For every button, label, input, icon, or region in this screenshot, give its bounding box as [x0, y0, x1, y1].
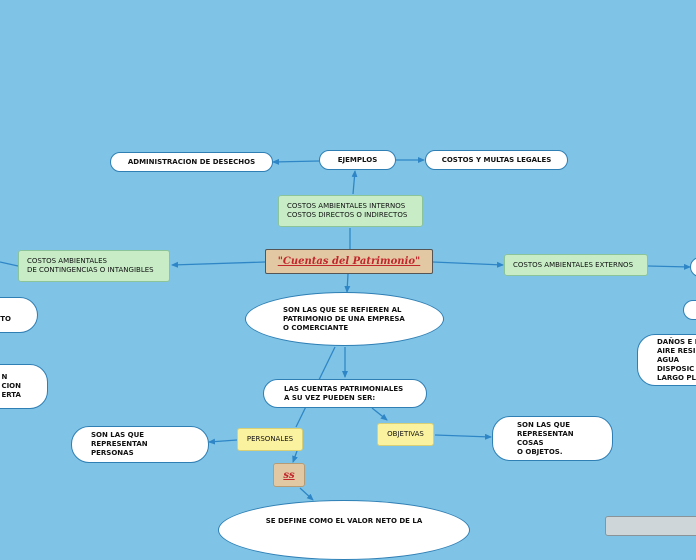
left-clipped-label-2: N CION ERTA [1, 373, 21, 399]
objective-node[interactable]: OBJETIVAS [377, 423, 434, 446]
waste-management-label: ADMINISTRACION DE DESECHOS [127, 157, 256, 166]
connector-internos-ejemplos [351, 170, 358, 195]
contingency-costs-node[interactable]: COSTOS AMBIENTALES DE CONTINGENCIAS O IN… [18, 250, 170, 282]
bottom-right-clipped-node[interactable] [605, 516, 696, 536]
external-costs-label: COSTOS AMBIENTALES EXTERNOS [513, 260, 634, 269]
represent-things-node[interactable]: SON LAS QUE REPRESENTAN COSAS O OBJETOS. [492, 416, 613, 461]
can-be-label: LAS CUENTAS PATRIMONIALES A SU VEZ PUEDE… [284, 384, 404, 402]
connector-central-contingencias [171, 261, 266, 268]
central-topic-label: "Cuentas del Patrimonio" [277, 256, 421, 267]
left-clipped-node-2[interactable]: N CION ERTA [0, 364, 48, 409]
ss-node[interactable]: ss [273, 463, 305, 487]
left-clipped-node-1[interactable]: E NTO [0, 297, 38, 333]
represent-people-node[interactable]: SON LAS QUE REPRESENTAN PERSONAS [71, 426, 209, 463]
legal-fines-label: COSTOS Y MULTAS LEGALES [441, 155, 552, 164]
personal-label: PERSONALES [246, 435, 294, 443]
contingency-costs-label: COSTOS AMBIENTALES DE CONTINGENCIAS O IN… [27, 257, 154, 274]
bottom-clipped-label: SE DEFINE COMO EL VALOR NETO DE LA [265, 517, 423, 525]
right-clipped-node-1[interactable]: DAÑOS E I AIRE RESI AGUA DISPOSIC LARGO … [637, 334, 696, 386]
connector-central-refieren [344, 273, 351, 293]
right-clipped-node-small-2[interactable] [683, 300, 696, 320]
examples-label: EJEMPLOS [337, 155, 378, 164]
connector-externos-right [647, 263, 691, 270]
connector-pueden-objetivas [371, 407, 388, 421]
external-costs-node[interactable]: COSTOS AMBIENTALES EXTERNOS [504, 254, 648, 276]
internal-costs-label: COSTOS AMBIENTALES INTERNOS COSTOS DIREC… [287, 202, 408, 219]
connector-objetivas-cosas [434, 433, 492, 440]
ss-label: ss [283, 469, 295, 481]
bottom-clipped-node[interactable]: SE DEFINE COMO EL VALOR NETO DE LA [218, 500, 470, 560]
connector-personales-ss [292, 450, 298, 463]
represent-things-label: SON LAS QUE REPRESENTAN COSAS O OBJETOS. [517, 420, 574, 456]
connector-ss-bottom [299, 487, 314, 501]
connector-personales-personas [208, 438, 238, 445]
central-topic-node[interactable]: "Cuentas del Patrimonio" [265, 249, 433, 274]
internal-costs-node[interactable]: COSTOS AMBIENTALES INTERNOS COSTOS DIREC… [278, 195, 423, 227]
left-clipped-label-1: E NTO [0, 315, 11, 323]
connector-ejemplos-desechos [272, 158, 320, 165]
right-clipped-label-1: DAÑOS E I AIRE RESI AGUA DISPOSIC LARGO … [657, 337, 696, 382]
connector-contingencias-left [0, 261, 19, 267]
waste-management-node[interactable]: ADMINISTRACION DE DESECHOS [110, 152, 273, 172]
connector-layer [0, 157, 691, 501]
legal-fines-node[interactable]: COSTOS Y MULTAS LEGALES [425, 150, 568, 170]
objective-label: OBJETIVAS [387, 430, 424, 438]
can-be-node[interactable]: LAS CUENTAS PATRIMONIALES A SU VEZ PUEDE… [263, 379, 427, 408]
personal-node[interactable]: PERSONALES [237, 428, 303, 451]
definition-node[interactable]: SON LAS QUE SE REFIEREN AL PATRIMONIO DE… [245, 292, 444, 346]
connector-central-externos [432, 261, 504, 268]
definition-label: SON LAS QUE SE REFIEREN AL PATRIMONIO DE… [283, 305, 405, 332]
examples-node[interactable]: EJEMPLOS [319, 150, 396, 170]
represent-people-label: SON LAS QUE REPRESENTAN PERSONAS [91, 431, 148, 457]
